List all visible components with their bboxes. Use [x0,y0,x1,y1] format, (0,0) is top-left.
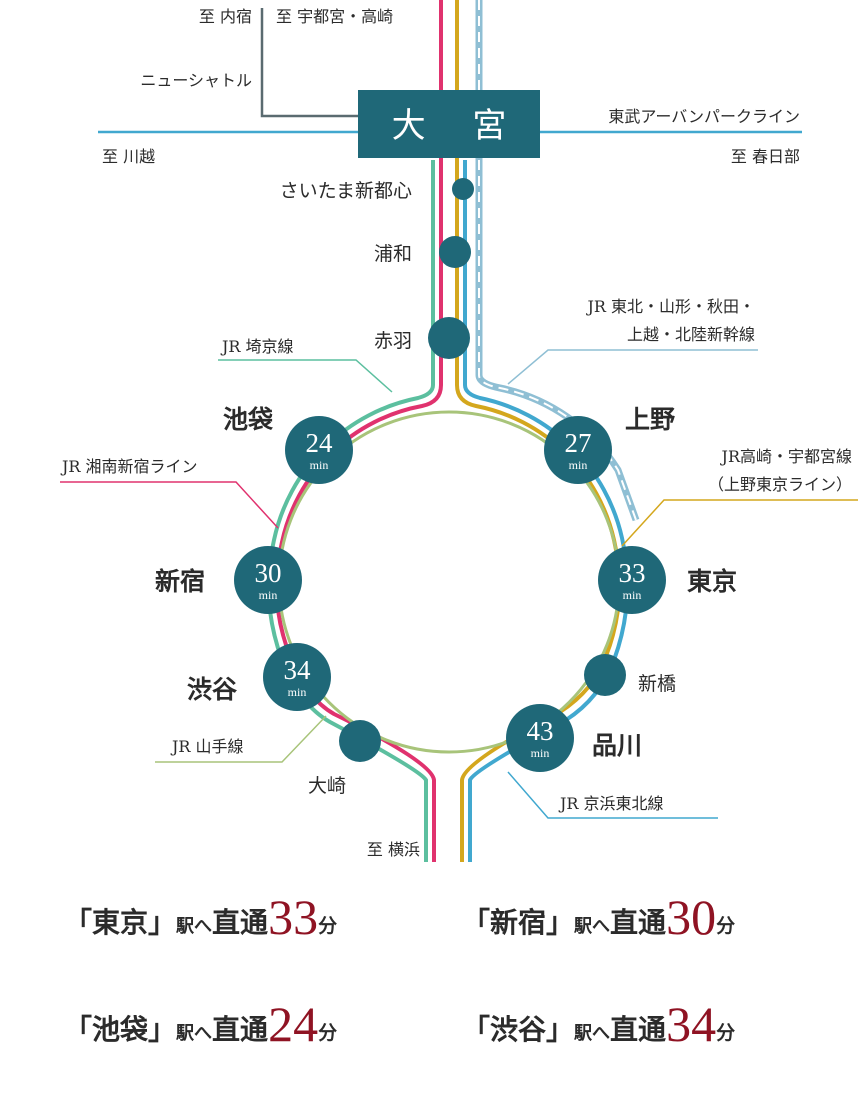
bracket-open: 「 [462,906,491,939]
access-tokyo: 「東京」駅へ直通33分 [64,888,337,946]
line-saikyo: JR 埼京線 [220,337,294,356]
station-ueno[interactable]: 27 min [544,416,612,484]
access-unit: 分 [318,915,338,937]
leader-saikyo [218,359,393,393]
unit-shinjuku: min [259,588,278,602]
time-tokyo: 33 [619,558,646,588]
access-station: 新宿 [490,906,547,939]
label-osaki: 大崎 [308,775,346,797]
line-new-shuttle: ニューシャトル [140,71,252,90]
access-minutes: 33 [268,889,319,945]
leader-keihin [507,771,718,819]
label-ueno: 上野 [625,405,675,434]
station-shinjuku[interactable]: 30 min [234,546,302,614]
station-urawa[interactable] [439,236,471,268]
access-suffix: 駅へ [574,916,611,937]
label-akabane: 赤羽 [374,330,412,352]
leader-yamanote [155,715,327,763]
label-urawa: 浦和 [374,243,412,265]
line-tobu: 東武アーバンパークライン [608,107,800,126]
station-ikebukuro[interactable]: 24 min [285,416,353,484]
access-minutes: 34 [666,996,717,1052]
omiya-hub-label: 大 宮 [392,106,525,146]
access-unit: 分 [716,915,736,937]
access-unit: 分 [318,1022,338,1044]
bracket-open: 「 [462,1013,491,1046]
time-shibuya: 34 [284,655,312,685]
dir-kawagoe: 至 川越 [102,147,155,166]
dir-uchijuku: 至 内宿 [199,7,252,26]
unit-tokyo: min [623,588,642,602]
station-tokyo[interactable]: 33 min [598,546,666,614]
bracket-close: 」 [546,906,575,939]
label-shinbashi: 新橋 [638,673,676,695]
station-saitama-shintoshin[interactable] [452,178,474,200]
access-direct: 直通 [212,906,269,939]
dir-kasukabe: 至 春日部 [731,147,800,166]
bracket-close: 」 [148,906,177,939]
access-station: 渋谷 [490,1013,547,1046]
access-minutes: 30 [666,889,717,945]
access-direct: 直通 [610,1013,667,1046]
unit-ikebukuro: min [310,458,329,472]
line-shinkansen-1: JR 東北・山形・秋田・ [585,297,755,316]
time-ueno: 27 [565,428,592,458]
bracket-close: 」 [148,1013,177,1046]
unit-shinagawa: min [531,746,550,760]
station-shinagawa[interactable]: 43 min [506,704,574,772]
time-shinjuku: 30 [255,558,282,588]
bracket-open: 「 [64,906,93,939]
line-shinkansen-2: 上越・北陸新幹線 [627,325,755,344]
access-shinjuku: 「新宿」駅へ直通30分 [462,888,735,946]
leader-takasaki [621,499,858,547]
line-shonan: JR 湘南新宿ライン [60,457,198,476]
bracket-open: 「 [64,1013,93,1046]
leader-shinkansen [507,349,758,385]
station-shinbashi[interactable] [584,654,626,696]
access-shibuya: 「渋谷」駅へ直通34分 [462,995,735,1053]
unit-ueno: min [569,458,588,472]
access-suffix: 駅へ [176,916,213,937]
access-station: 池袋 [92,1013,149,1046]
access-suffix: 駅へ [574,1023,611,1044]
access-station: 東京 [92,906,149,939]
access-direct: 直通 [610,906,667,939]
access-ikebukuro: 「池袋」駅へ直通24分 [64,995,337,1053]
label-shibuya: 渋谷 [187,675,238,704]
time-ikebukuro: 24 [306,428,334,458]
label-ikebukuro: 池袋 [223,405,274,434]
omiya-hub-box[interactable] [358,90,540,158]
access-direct: 直通 [212,1013,269,1046]
station-akabane[interactable] [428,317,470,359]
label-tokyo: 東京 [687,567,737,596]
label-saitama-shintoshin: さいたま新都心 [280,180,412,202]
station-osaki[interactable] [339,720,381,762]
line-keihin: JR 京浜東北線 [558,794,664,813]
access-unit: 分 [716,1022,736,1044]
time-shinagawa: 43 [527,716,554,746]
line-takasaki-2: （上野東京ライン） [708,475,852,494]
bracket-close: 」 [546,1013,575,1046]
line-takasaki-1: JR高崎・宇都宮線 [720,447,852,466]
line-yamanote: JR 山手線 [170,737,244,756]
station-shibuya[interactable]: 34 min [263,643,331,711]
dir-utsunomiya: 至 宇都宮・高崎 [276,7,393,26]
label-shinagawa: 品川 [592,731,642,760]
dir-yokohama: 至 横浜 [367,840,420,859]
unit-shibuya: min [288,685,307,699]
leader-shonan [60,481,279,529]
access-minutes: 24 [268,996,319,1052]
access-suffix: 駅へ [176,1023,213,1044]
route-map: 大 宮 至 内宿 至 宇都宮・高崎 至 川越 至 春日部 至 横浜 ニューシャト… [60,0,858,862]
new-shuttle-line [260,8,360,118]
label-shinjuku: 新宿 [155,567,205,596]
